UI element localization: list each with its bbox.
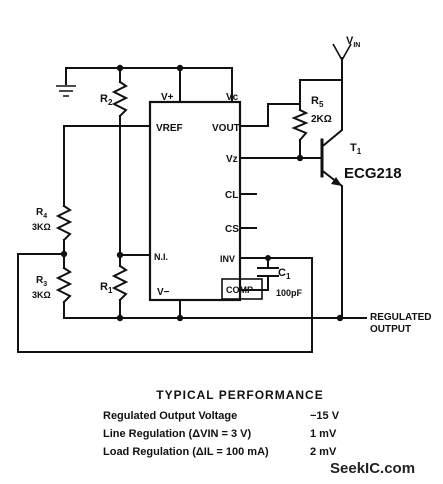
pin-vminus-label: V− [157,287,170,298]
r4-resistor-icon [55,204,73,242]
r1-resistor-icon [111,264,129,302]
pin-vz-label: Vz [226,154,238,165]
vout-wire [239,103,269,127]
pin-inv-label: INV [220,254,235,264]
pin-cs-label: CS [225,224,239,235]
performance-value: 2 mV [310,446,337,458]
cl-cs-wire [239,193,257,229]
performance-value: −15 V [310,410,340,422]
performance-label: Load Regulation (ΔIL = 100 mA) [103,446,269,458]
performance-label: Regulated Output Voltage [103,410,238,422]
junction-dot [336,314,344,322]
r5-resistor-icon [291,108,309,142]
ground-icon [56,85,76,97]
r1-label: R1 [100,281,113,295]
junction-dot [176,314,184,322]
collector-wire [322,79,343,147]
pin-vc-label: Vc [226,92,239,103]
output-label-line2: OUTPUT [370,324,411,335]
junction-dot [176,64,184,72]
performance-label: Line Regulation (ΔVIN = 3 V) [103,428,252,440]
pin-vplus-label: V+ [161,92,174,103]
r5-label: R5 [311,95,324,109]
c1-capacitor-icon [257,267,279,277]
table-row: Line Regulation (ΔVIN = 3 V) 1 mV [100,428,400,446]
table-row: Load Regulation (ΔIL = 100 mA) 2 mV [100,446,400,464]
r3-value: 3KΩ [32,290,51,300]
r4-value: 3KΩ [32,222,51,232]
r2-label: R2 [100,93,113,107]
r2-resistor-icon [111,80,129,118]
pin-comp-label: COMP [226,285,253,295]
junction-dot [60,250,68,258]
regulator-ic-body [148,100,242,302]
pin-ni-label: N.I. [154,252,168,262]
pin-vref-label: VREF [156,123,183,134]
feedback-loop-wire [17,253,313,353]
junction-dots [60,64,344,322]
emitter-wire [322,170,343,319]
junction-dot [116,314,124,322]
r3-label: R3 [36,275,47,288]
r3-resistor-icon [55,266,73,304]
transistor-t1-icon [317,138,342,186]
c1-label: C1 [278,267,291,281]
performance-value: 1 mV [310,428,337,440]
vin-label: VIN [346,35,360,49]
transistor-part-label: ECG218 [344,165,402,182]
typical-performance-table: TYPICAL PERFORMANCE Regulated Output Vol… [100,388,400,464]
top-rail-wire [65,67,233,103]
junction-dot [265,255,271,261]
pin-vout-label: VOUT [212,123,240,134]
output-label: REGULATED [370,312,431,323]
t1-label: T1 [350,142,362,156]
junction-dot [116,64,124,72]
junction-dot [296,154,304,162]
r4-label: R4 [36,207,47,220]
vin-terminal-icon [332,43,352,62]
r5-to-vin-wire [299,57,343,105]
r5-value: 2KΩ [311,114,332,125]
comp-pin-box [221,278,263,300]
c1-value: 100pF [276,288,303,298]
table-row: Regulated Output Voltage −15 V [100,410,400,428]
junction-dot [116,251,124,259]
pin-cl-label: CL [225,190,238,201]
performance-title: TYPICAL PERFORMANCE [156,388,324,402]
watermark: SeekIC.com [330,460,416,477]
